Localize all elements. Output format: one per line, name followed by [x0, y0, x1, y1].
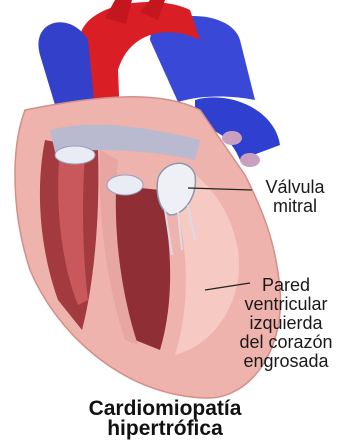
ventricular-wall-label: Pared ventricular izquierda del corazón …: [228, 276, 344, 371]
vein-opening-icon: [240, 153, 260, 167]
vein-opening-icon: [222, 131, 242, 145]
label-line: mitral: [250, 197, 340, 216]
title-line: hipertrófica: [40, 419, 290, 439]
label-line: Válvula: [250, 178, 340, 197]
mitral-valve-label: Válvula mitral: [250, 178, 340, 216]
tricuspid-valve-icon: [55, 146, 95, 164]
title-line: Cardiomiopatía: [40, 399, 290, 419]
label-line: izquierda: [228, 314, 344, 333]
label-line: Pared: [228, 276, 344, 295]
label-line: ventricular: [228, 295, 344, 314]
label-line: del corazón: [228, 333, 344, 352]
label-line: engrosada: [228, 352, 344, 371]
aortic-valve-icon: [107, 175, 143, 195]
diagram-title: Cardiomiopatía hipertrófica: [40, 399, 290, 439]
